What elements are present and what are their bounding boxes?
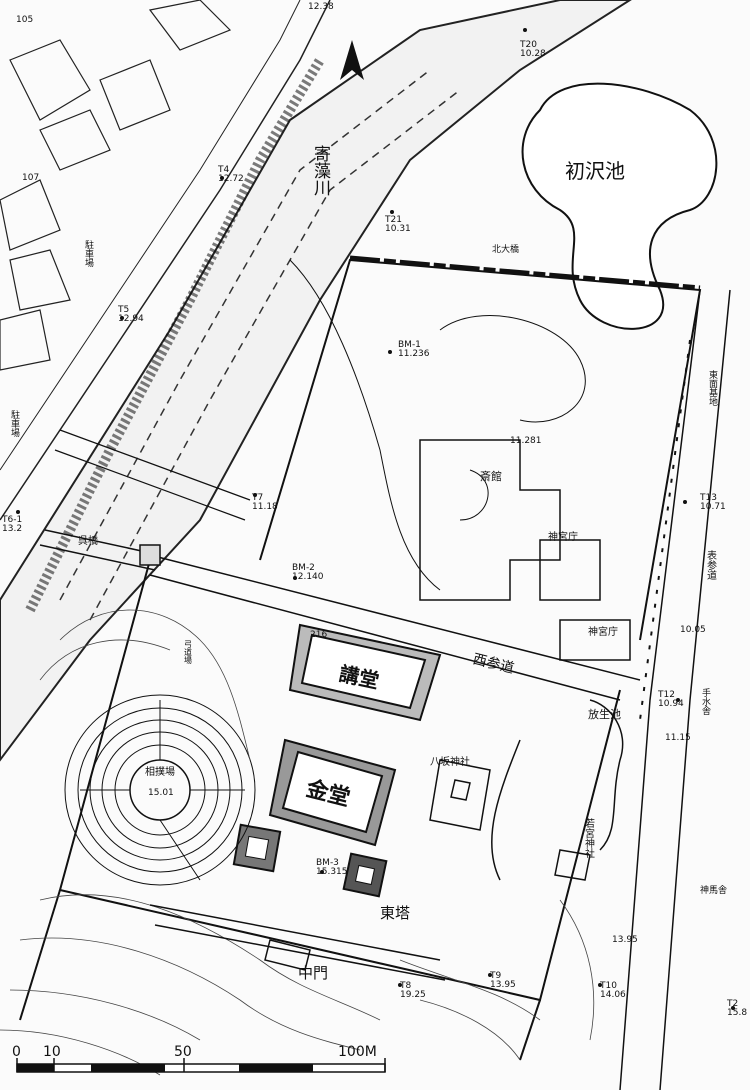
elev-1115: 11.15 [665,733,691,743]
pt-T4-val: 12.72 [218,174,244,184]
label-omotesando: 表参道 [705,549,717,580]
sumo-ring [64,694,256,886]
label-jinguchou-lower: 神宮庁 [588,625,618,638]
survey-labels: T20 10.28 T21 10.31 T4 12.72 T5 12.94 T6… [1,40,747,1018]
west-road-edge [0,0,301,471]
pt-T12-val: 10.94 [658,699,684,709]
label-keidai-east: 東面基地 [707,369,718,406]
pt-T20-val: 10.28 [520,49,546,59]
pt-T13-val: 10.71 [700,502,726,512]
label-jinguchou-upper: 神宮庁 [548,530,578,543]
pt-T13-id: T13 [699,493,717,503]
yasaka-shrine [429,759,491,831]
label-pond: 初沢池 [565,159,625,183]
label-chushajo-2: 駐車場 [9,409,20,438]
pt-T9-val: 13.95 [490,980,516,990]
label-river: 寄藻川 [310,145,331,196]
survey-markers [16,28,735,1010]
pt-BM3-id: BM-3 [316,858,339,868]
pt-T7-id: T7 [251,493,263,503]
elev-1501: 15.01 [148,788,174,798]
pt-T6-id: T6-1 [1,515,22,525]
elev-105: 105 [16,15,33,25]
pt-T2-id: T2 [726,999,738,1009]
scale-tick-10: 10 [43,1044,61,1060]
hojoike-area [490,699,624,881]
pt-T8-val: 19.25 [400,990,426,1000]
pt-BM1-id: BM-1 [398,340,421,350]
label-chumon: 中門 [298,964,328,982]
elev-1395: 13.95 [612,935,638,945]
label-temizusha: 手水舎 [700,687,711,716]
label-sumo: 相撲場 [145,765,175,778]
town-blocks [0,0,232,371]
label-saikan: 斎館 [480,469,502,483]
scale-tick-50: 50 [174,1044,192,1060]
label-shinmenosha: 神馬舎 [700,884,727,896]
nishisando-road [149,554,641,701]
scale-tick-100m: 100M [338,1044,377,1060]
kurehashi-bridge [39,529,161,571]
pt-T2-val: 15.8 [727,1008,747,1018]
pt-T4-id: T4 [217,165,229,175]
label-hojoike: 放生池 [588,707,621,721]
omotesando-road [619,289,731,1090]
pt-T12-id: T12 [657,690,675,700]
west-pagoda [232,823,282,873]
pt-T20-id: T20 [519,40,537,50]
pt-T6-val: 13.2 [2,524,22,534]
river [0,0,632,762]
cross-road [54,429,251,521]
precinct-outline [19,559,621,1061]
pt-T7-val: 11.18 [252,502,278,512]
pt-BM2-id: BM-2 [292,563,315,573]
pond [521,82,718,330]
pt-BM2-val: 12.140 [292,572,324,582]
pt-T9-id: T9 [489,971,501,981]
scale-tick-0: 0 [12,1044,21,1060]
label-kitaohashi: 北大橋 [492,243,519,255]
pt-T5-id: T5 [117,305,129,315]
label-bridge: 呉橋 [78,534,98,547]
pt-T10-val: 14.06 [600,990,626,1000]
elev-top: 12.38 [308,2,334,12]
label-chushajo-1: 駐車場 [83,239,94,268]
elev-216: 216 [310,630,327,640]
contours [0,609,595,1076]
elev-1005: 10.05 [680,625,706,635]
pt-T5-val: 12.94 [118,314,144,324]
label-yasaka: 八坂神社 [430,755,470,768]
chumon-gate [149,904,446,981]
elev-107: 107 [22,173,39,183]
north-compound [259,255,702,661]
scale-bar: 0 10 50 100M [12,1044,386,1073]
kodo-building [288,623,442,722]
pt-T8-id: T8 [399,981,411,991]
label-toto: 東塔 [380,904,410,922]
spot-elevations: 12.38 11.281 10.05 11.15 15.01 13.95 105… [16,2,706,945]
elev-11281: 11.281 [510,436,542,446]
north-arrow [340,40,364,80]
pt-T21-id: T21 [384,215,402,225]
toto-pagoda [342,852,388,898]
label-wakamiya: 若宮神社 [583,817,595,859]
label-kyudo: 弓道場 [184,640,193,665]
pt-T10-id: T10 [599,981,617,991]
pt-BM1-val: 11.236 [398,349,430,359]
pt-T21-val: 10.31 [385,224,411,234]
kondo-building [268,738,397,847]
west-road [0,0,331,521]
pt-BM3-val: 15.315 [316,867,348,877]
